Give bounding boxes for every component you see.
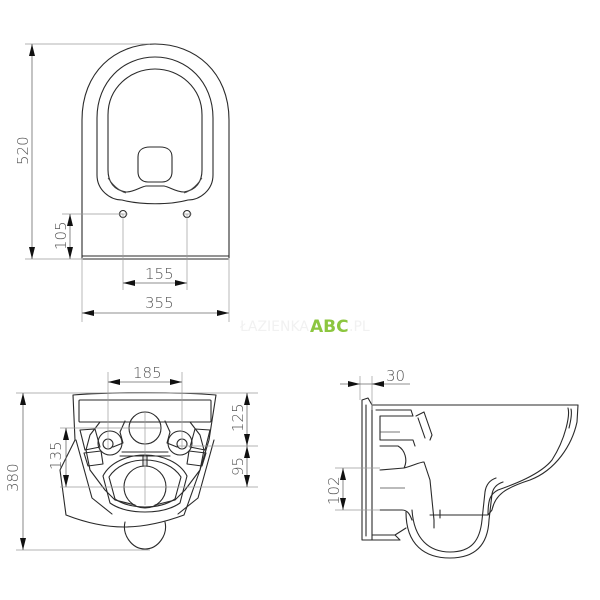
fixing-ring-right: [167, 430, 193, 456]
outlet-opening: [137, 146, 173, 183]
dimension-380: 380: [4, 393, 26, 550]
dimension-outlet-height-label: 102: [325, 476, 343, 505]
watermark: ŁAZIENKA ABC .PL: [239, 317, 370, 337]
dimension-105: 105: [52, 214, 73, 259]
dimension-355: 355: [82, 294, 229, 316]
rear-left-wall: [75, 439, 113, 515]
side-foot: [371, 534, 401, 541]
rear-left-pocket: [79, 428, 104, 467]
dimension-185: 185: [108, 364, 182, 385]
side-view: 30 102: [325, 367, 579, 559]
bowl-inner-outline: [107, 68, 203, 193]
fixing-ring-left: [97, 430, 123, 456]
dimension-fixing-to-outlet-label: 95: [229, 457, 247, 476]
rear-lower-shell: [102, 454, 188, 513]
dimension-95: 95: [229, 446, 250, 487]
dimension-fixing-height-label: 135: [47, 441, 65, 470]
rear-lower-shell-inner: [108, 459, 182, 508]
side-inner-mid: [379, 445, 435, 529]
watermark-prefix: ŁAZIENKA: [239, 319, 309, 335]
top-view: 520 105 155 355: [14, 43, 230, 322]
bowl-rim-accent-right: [183, 177, 203, 194]
side-bowl-front: [429, 404, 579, 516]
side-bowl-front-inner: [487, 407, 570, 516]
dimension-length-label: 520: [14, 136, 32, 165]
side-inner-lower: [379, 509, 413, 521]
dimension-135: 135: [47, 428, 69, 487]
dimension-fixing-spacing-label: 185: [133, 364, 162, 382]
side-trap-outer: [411, 477, 497, 553]
rim-middle-outline: [96, 56, 214, 205]
dimension-bolt-spacing-label: 155: [145, 265, 174, 283]
side-bowl-lip: [568, 408, 572, 429]
dimension-width-label: 355: [145, 294, 174, 312]
side-trap-inner: [405, 481, 504, 559]
bowl-outer-outline: [81, 43, 230, 259]
dimension-102: 102: [325, 467, 380, 511]
side-inner-channel: [375, 409, 433, 447]
rear-right-pocket: [186, 428, 211, 467]
wall-plate: [361, 397, 373, 541]
dimension-bolt-offset-label: 105: [52, 221, 70, 250]
dimension-155: 155: [123, 265, 187, 286]
rear-view: 185 380 135 125 95: [4, 364, 258, 551]
watermark-brand: ABC: [310, 317, 349, 337]
rear-right-wall: [177, 439, 215, 515]
dimension-height-label: 380: [4, 463, 22, 492]
dimension-125: 125: [229, 393, 250, 446]
dimension-30: 30: [340, 367, 410, 410]
dimension-wall-offset-label: 30: [386, 367, 405, 385]
dimension-520: 520: [14, 44, 35, 259]
watermark-suffix: .PL: [349, 319, 370, 335]
bowl-rim-accent: [107, 177, 127, 194]
rear-left-rib: [85, 420, 136, 506]
dimension-top-to-fixing-label: 125: [229, 403, 247, 432]
outlet-spigot: [123, 521, 167, 550]
rear-right-rib: [154, 420, 205, 506]
